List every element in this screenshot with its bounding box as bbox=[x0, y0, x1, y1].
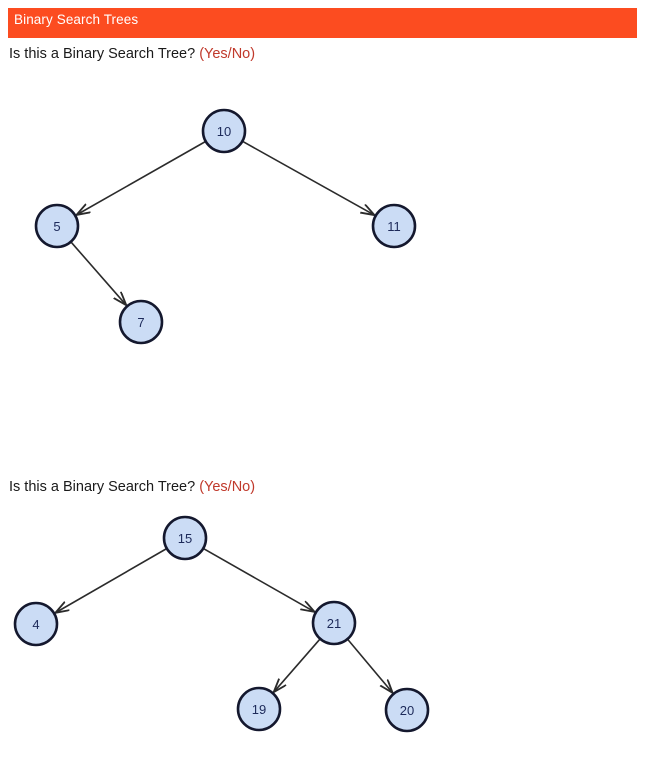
tree-node[interactable]: 21 bbox=[311, 600, 357, 646]
tree-node-label: 4 bbox=[32, 617, 39, 632]
tree-1-edge-group bbox=[70, 140, 374, 305]
tree-node-label: 20 bbox=[400, 703, 414, 718]
tree-node[interactable]: 11 bbox=[371, 203, 417, 249]
tree-node-label: 21 bbox=[327, 616, 341, 631]
question-2-prompt: Is this a Binary Search Tree? bbox=[9, 479, 200, 495]
tree-edge bbox=[70, 241, 126, 305]
tree-node-circle bbox=[384, 687, 430, 733]
tree-2-edge-group bbox=[56, 547, 392, 693]
tree-edge bbox=[203, 547, 314, 612]
tree-node[interactable]: 19 bbox=[236, 686, 282, 732]
tree-node[interactable]: 5 bbox=[34, 203, 80, 249]
binary-tree-diagram-2: 15 4 21 19 20 bbox=[0, 500, 648, 764]
tree-node-label: 5 bbox=[53, 219, 60, 234]
question-1-hint: (Yes/No) bbox=[199, 46, 256, 62]
tree-2-node-group: 15 4 21 19 20 bbox=[13, 515, 430, 733]
tree-node-circle bbox=[13, 601, 59, 647]
tree-node-circle bbox=[236, 686, 282, 732]
tree-node-label: 11 bbox=[387, 219, 401, 234]
tree-node-label: 10 bbox=[217, 124, 231, 139]
question-2-hint: (Yes/No) bbox=[199, 479, 256, 495]
tree-node-label: 7 bbox=[137, 315, 144, 330]
tree-node-circle bbox=[118, 299, 164, 345]
tree-node-circle bbox=[201, 108, 247, 154]
tree-edge bbox=[347, 638, 392, 692]
tree-edge bbox=[274, 638, 321, 691]
question-2: Is this a Binary Search Tree? (Yes/No) bbox=[9, 479, 255, 495]
tree-1-node-group: 10 5 11 7 bbox=[34, 108, 417, 345]
tree-edge bbox=[56, 548, 167, 613]
tree-node[interactable]: 4 bbox=[13, 601, 59, 647]
question-1: Is this a Binary Search Tree? (Yes/No) bbox=[9, 46, 255, 62]
tree-edge bbox=[77, 140, 206, 215]
tree-1-canvas: 10 5 11 7 bbox=[34, 108, 417, 345]
page-title-bar: Binary Search Trees bbox=[8, 8, 637, 38]
tree-edge bbox=[242, 140, 374, 214]
question-1-prompt: Is this a Binary Search Tree? bbox=[9, 46, 200, 62]
tree-node-circle bbox=[162, 515, 208, 561]
tree-2-canvas: 15 4 21 19 20 bbox=[13, 515, 430, 733]
tree-node-label: 19 bbox=[252, 702, 266, 717]
page-title: Binary Search Trees bbox=[14, 12, 139, 27]
tree-node[interactable]: 15 bbox=[162, 515, 208, 561]
tree-node[interactable]: 10 bbox=[201, 108, 247, 154]
tree-node-circle bbox=[311, 600, 357, 646]
tree-node-label: 15 bbox=[178, 531, 192, 546]
tree-node[interactable]: 7 bbox=[118, 299, 164, 345]
tree-node-circle bbox=[34, 203, 80, 249]
tree-node-circle bbox=[371, 203, 417, 249]
binary-tree-diagram-1: 10 5 11 7 bbox=[0, 72, 648, 452]
tree-node[interactable]: 20 bbox=[384, 687, 430, 733]
